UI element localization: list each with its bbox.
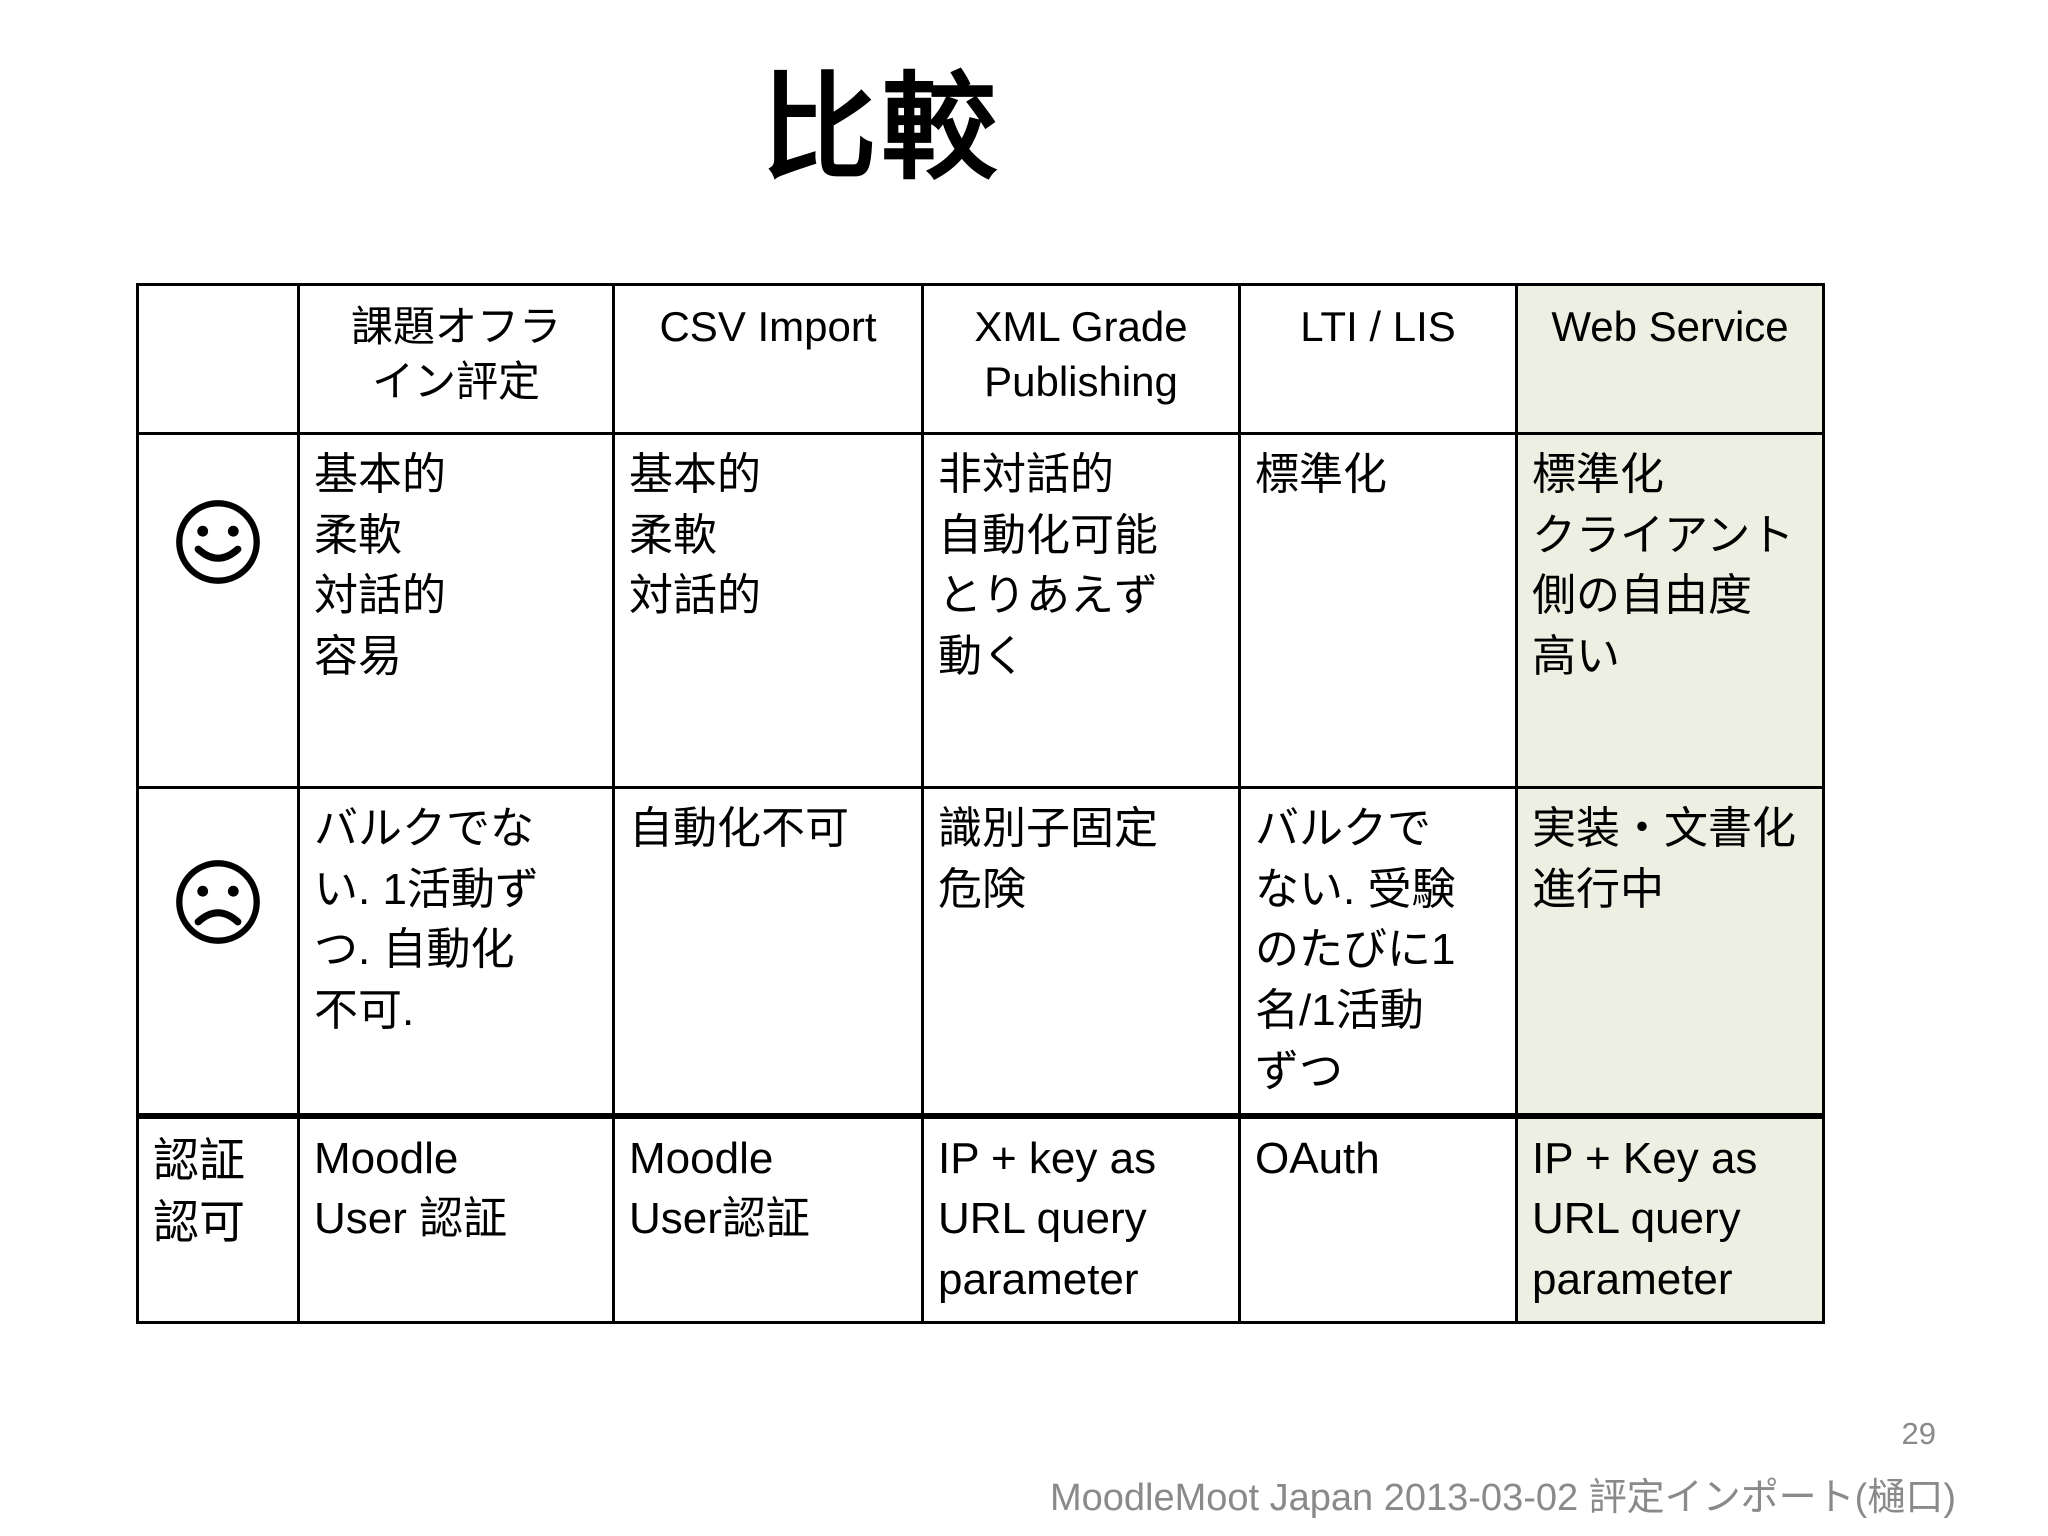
sad-face-icon [173, 857, 263, 952]
row-header-pros [136, 432, 300, 789]
table-cell: 基本的 柔軟 対話的 容易 [297, 432, 615, 789]
table-cell: バルクでな い. 1活動ず つ. 自動化 不可. [297, 785, 615, 1118]
page-number: 29 [1901, 1416, 1936, 1451]
row-header-auth: 認証 認可 [136, 1112, 300, 1325]
table-cell: 基本的 柔軟 対話的 [612, 432, 924, 789]
table-cell: 自動化不可 [612, 785, 924, 1118]
column-header-offline-grading: 課題オフラ イン評定 [297, 283, 615, 435]
table-cell: 標準化 [1238, 432, 1518, 789]
column-header-lti-lis: LTI / LIS [1238, 283, 1518, 435]
column-header-csv-import: CSV Import [612, 283, 924, 435]
table-cell: 識別子固定 危険 [921, 785, 1241, 1118]
smiley-face-icon [173, 497, 263, 592]
column-header-web-service: Web Service [1515, 283, 1825, 435]
table-cell: バルクで ない. 受験 のたびに1 名/1活動 ずつ [1238, 785, 1518, 1118]
slide-title: 比較 [761, 63, 1001, 193]
column-header-empty [136, 283, 300, 435]
column-header-xml-grade-publishing: XML Grade Publishing [921, 283, 1241, 435]
table-cell: OAuth [1238, 1112, 1518, 1325]
table-cell: IP + key as URL query parameter [921, 1112, 1241, 1325]
table-cell: Moodle User 認証 [297, 1112, 615, 1325]
comparison-table: 課題オフラ イン評定 CSV Import XML Grade Publishi… [136, 283, 1825, 1325]
row-header-cons [136, 785, 300, 1118]
table-cell: 非対話的 自動化可能 とりあえず 動く [921, 432, 1241, 789]
table-cell: 実装・文書化 進行中 [1515, 785, 1825, 1118]
table-cell: IP + Key as URL query parameter [1515, 1112, 1825, 1325]
table-cell: Moodle User認証 [612, 1112, 924, 1325]
footer-credit: MoodleMoot Japan 2013-03-02 評定インポート(樋口) [1049, 1477, 1956, 1519]
table-cell: 標準化 クライアント 側の自由度 高い [1515, 432, 1825, 789]
